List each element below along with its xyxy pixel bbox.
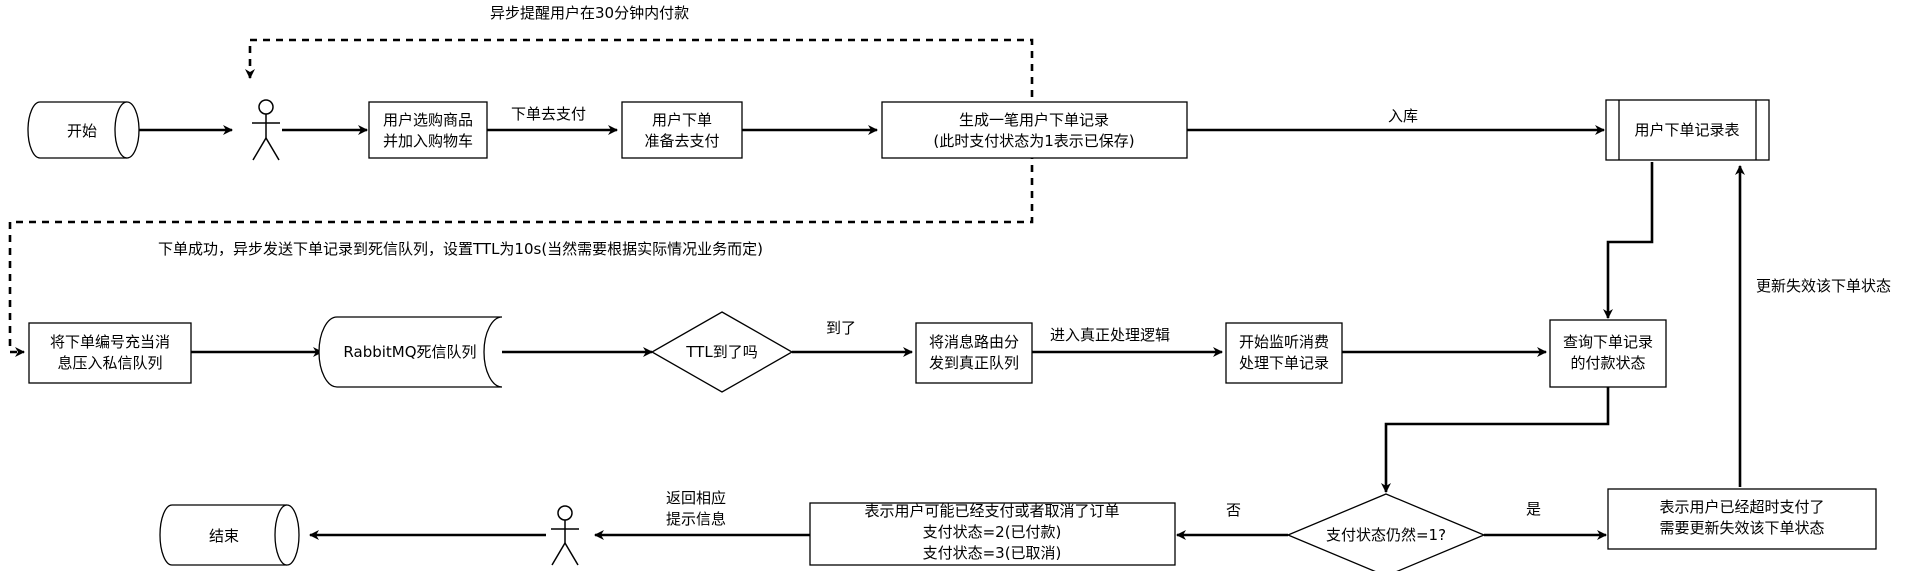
user-actor-icon-2: [551, 505, 579, 566]
edge-labels: 异步提醒用户在30分钟内付款 下单去支付 入库 下单成功，异步发送下单记录到死信…: [158, 4, 1891, 528]
node-ttl-check: TTL到了吗: [650, 311, 794, 393]
node-listen-consume: 开始监听消费 处理下单记录: [1225, 322, 1343, 384]
node-paid-or-cancelled: 表示用户可能已经支付或者取消了订单 支付状态=2(已付款) 支付状态=3(已取消…: [809, 502, 1176, 566]
node-order-table-label: 用户下单记录表: [1634, 121, 1739, 139]
edge-label-async-remind: 异步提醒用户在30分钟内付款: [490, 4, 689, 22]
edge-label-return-hint-1: 返回相应: [666, 489, 726, 507]
edge-label-update-invalid: 更新失效该下单状态: [1756, 277, 1891, 295]
node-place-order-line2: 准备去支付: [644, 132, 719, 150]
node-paid-or-cancelled-line1: 表示用户可能已经支付或者取消了订单: [864, 502, 1119, 520]
edge-label-yes: 是: [1526, 500, 1541, 518]
node-route-real-queue: 将消息路由分 发到真正队列: [915, 322, 1033, 384]
node-ttl-check-label: TTL到了吗: [685, 343, 757, 361]
edge-label-arrived: 到了: [826, 319, 856, 337]
node-start: 开始: [27, 101, 140, 159]
node-timeout: 表示用户已经超时支付了 需要更新失效该下单状态: [1607, 488, 1877, 550]
edge-order-success-async: [8, 152, 1034, 357]
node-start-label: 开始: [67, 122, 97, 140]
edge-async-remind: [245, 38, 1034, 110]
node-create-record-line2: (此时支付状态为1表示已保存): [933, 132, 1134, 150]
edge-label-order-success: 下单成功，异步发送下单记录到死信队列，设置TTL为10s(当然需要根据实际情况业…: [158, 240, 763, 258]
node-create-record-line1: 生成一笔用户下单记录: [959, 111, 1109, 129]
node-paid-or-cancelled-line3: 支付状态=3(已取消): [923, 544, 1062, 562]
node-place-order: 用户下单 准备去支付: [621, 101, 743, 159]
edge-table-to-query: [1603, 162, 1654, 319]
node-order-table: 用户下单记录表: [1605, 99, 1770, 161]
edge-label-go-pay: 下单去支付: [511, 105, 586, 123]
node-create-record: 生成一笔用户下单记录 (此时支付状态为1表示已保存): [881, 101, 1188, 159]
user-actor-icon: [252, 99, 280, 161]
node-query-status-line2: 的付款状态: [1570, 354, 1645, 372]
edge-query-to-decision: [1381, 387, 1610, 493]
edge-label-no: 否: [1226, 501, 1241, 519]
node-timeout-line1: 表示用户已经超时支付了: [1659, 498, 1824, 516]
node-select-goods-line1: 用户选购商品: [383, 111, 473, 129]
node-paid-or-cancelled-line2: 支付状态=2(已付款): [923, 523, 1062, 541]
node-place-order-line1: 用户下单: [652, 111, 712, 129]
edge-label-enter-real: 进入真正处理逻辑: [1050, 326, 1170, 344]
node-status-decision-label: 支付状态仍然=1?: [1326, 526, 1446, 544]
node-listen-consume-line2: 处理下单记录: [1239, 354, 1329, 372]
node-push-private-queue: 将下单编号充当消 息压入私信队列: [28, 322, 192, 384]
node-route-real-queue-line2: 发到真正队列: [929, 354, 1019, 372]
node-listen-consume-line1: 开始监听消费: [1239, 333, 1329, 351]
node-dead-letter-queue: RabbitMQ死信队列: [318, 316, 503, 388]
node-select-goods: 用户选购商品 并加入购物车: [368, 101, 488, 159]
node-route-real-queue-line1: 将消息路由分: [929, 333, 1019, 351]
node-query-status: 查询下单记录 的付款状态: [1549, 319, 1667, 388]
node-end: 结束: [159, 504, 300, 566]
node-timeout-line2: 需要更新失效该下单状态: [1659, 519, 1824, 537]
edges: [8, 38, 1745, 540]
edge-label-return-hint-2: 提示信息: [666, 510, 726, 528]
node-push-private-queue-line1: 将下单编号充当消: [50, 333, 170, 351]
node-dead-letter-queue-label: RabbitMQ死信队列: [343, 343, 476, 361]
edge-label-store: 入库: [1388, 107, 1418, 125]
node-query-status-line1: 查询下单记录: [1563, 333, 1653, 351]
node-end-label: 结束: [209, 527, 239, 545]
node-status-decision: 支付状态仍然=1?: [1286, 493, 1486, 571]
node-select-goods-line2: 并加入购物车: [383, 132, 473, 150]
node-push-private-queue-line2: 息压入私信队列: [57, 354, 162, 372]
